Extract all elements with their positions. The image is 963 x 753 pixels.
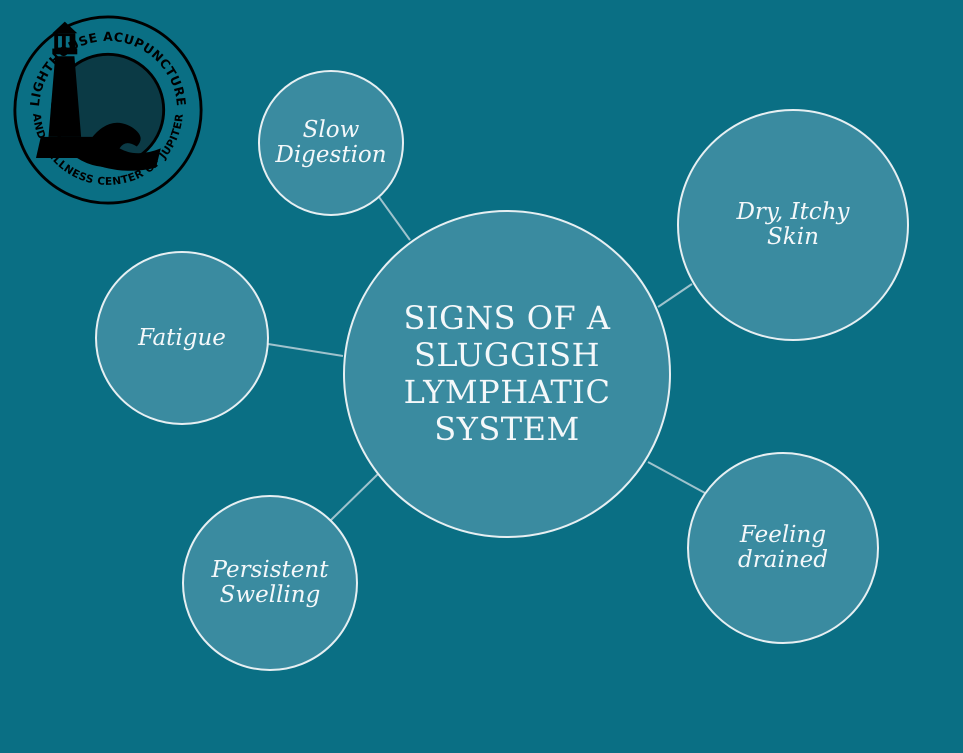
center-node: SIGNS OF A SLUGGISH LYMPHATIC SYSTEM <box>343 210 671 538</box>
center-node-label: SIGNS OF A SLUGGISH LYMPHATIC SYSTEM <box>403 299 611 448</box>
connector-feeling-drained <box>647 461 706 494</box>
node-dry-itchy-skin: Dry, Itchy Skin <box>677 109 909 341</box>
connector-fatigue <box>267 343 344 357</box>
connector-dry-itchy-skin <box>657 283 693 308</box>
logo: LIGHTHOUSE ACUPUNCTURE AND WELLNESS CENT… <box>13 15 203 205</box>
node-fatigue: Fatigue <box>95 251 269 425</box>
node-persistent-swelling-label: Persistent Swelling <box>211 557 329 608</box>
node-dry-itchy-skin-label: Dry, Itchy Skin <box>736 199 850 250</box>
node-slow-digestion: Slow Digestion <box>258 70 404 216</box>
connector-slow-digestion <box>378 196 411 241</box>
node-slow-digestion-label: Slow Digestion <box>275 117 387 168</box>
node-fatigue-label: Fatigue <box>138 324 226 351</box>
wave-icon <box>69 122 161 177</box>
node-persistent-swelling: Persistent Swelling <box>182 495 358 671</box>
node-feeling-drained-label: Feeling drained <box>738 522 828 573</box>
node-feeling-drained: Feeling drained <box>687 452 879 644</box>
connector-persistent-swelling <box>330 473 379 521</box>
